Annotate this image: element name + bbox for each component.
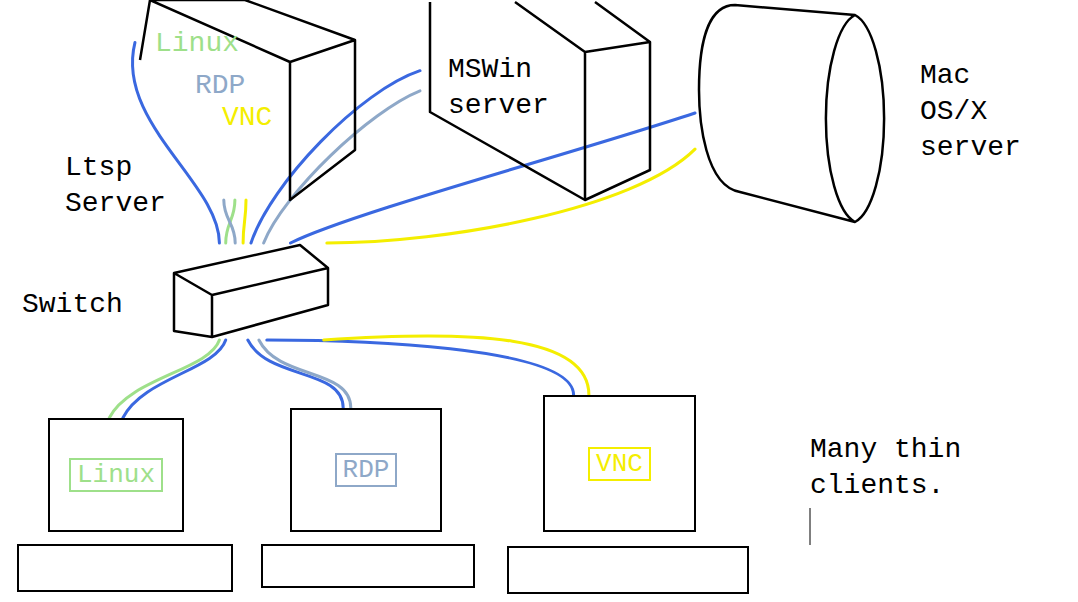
node-outline (172, 243, 330, 340)
network-cable (267, 340, 574, 395)
node-outline (695, 0, 1055, 226)
wire-legend-label: RDP (195, 68, 275, 104)
network-cable (123, 340, 226, 418)
keyboard (18, 545, 232, 591)
mac-server: Mac OS/X server (695, 0, 1055, 226)
network-cable (248, 340, 343, 408)
network-cable (243, 200, 246, 243)
session-label: Linux (69, 458, 163, 492)
thin-client-screen: RDP (290, 408, 442, 532)
windows-server: MSWin server (420, 0, 652, 202)
note-text: Many thin clients. (810, 432, 1020, 504)
node-label: Ltsp Server (65, 150, 195, 222)
keyboard (262, 545, 474, 587)
node-label: MSWin server (448, 52, 588, 124)
session-label: RDP (335, 453, 398, 487)
network-cable (224, 200, 235, 243)
node-label: Switch (22, 287, 152, 323)
node-label: Mac OS/X server (920, 58, 1045, 166)
thin-client-screen: VNC (543, 395, 696, 532)
wire-legend-label: Linux (155, 26, 265, 62)
network-switch: Switch (172, 243, 330, 340)
session-label: VNC (588, 447, 651, 481)
thin-client-screen: Linux (48, 418, 184, 532)
network-cable (109, 340, 219, 418)
network-cable (259, 340, 351, 408)
keyboard (508, 547, 748, 593)
wire-legend-label: VNC (222, 100, 302, 136)
network-cable (324, 336, 589, 395)
text-cursor (810, 508, 811, 545)
network-cable (251, 71, 420, 243)
network-cable (327, 149, 695, 243)
network-cable (264, 91, 420, 243)
